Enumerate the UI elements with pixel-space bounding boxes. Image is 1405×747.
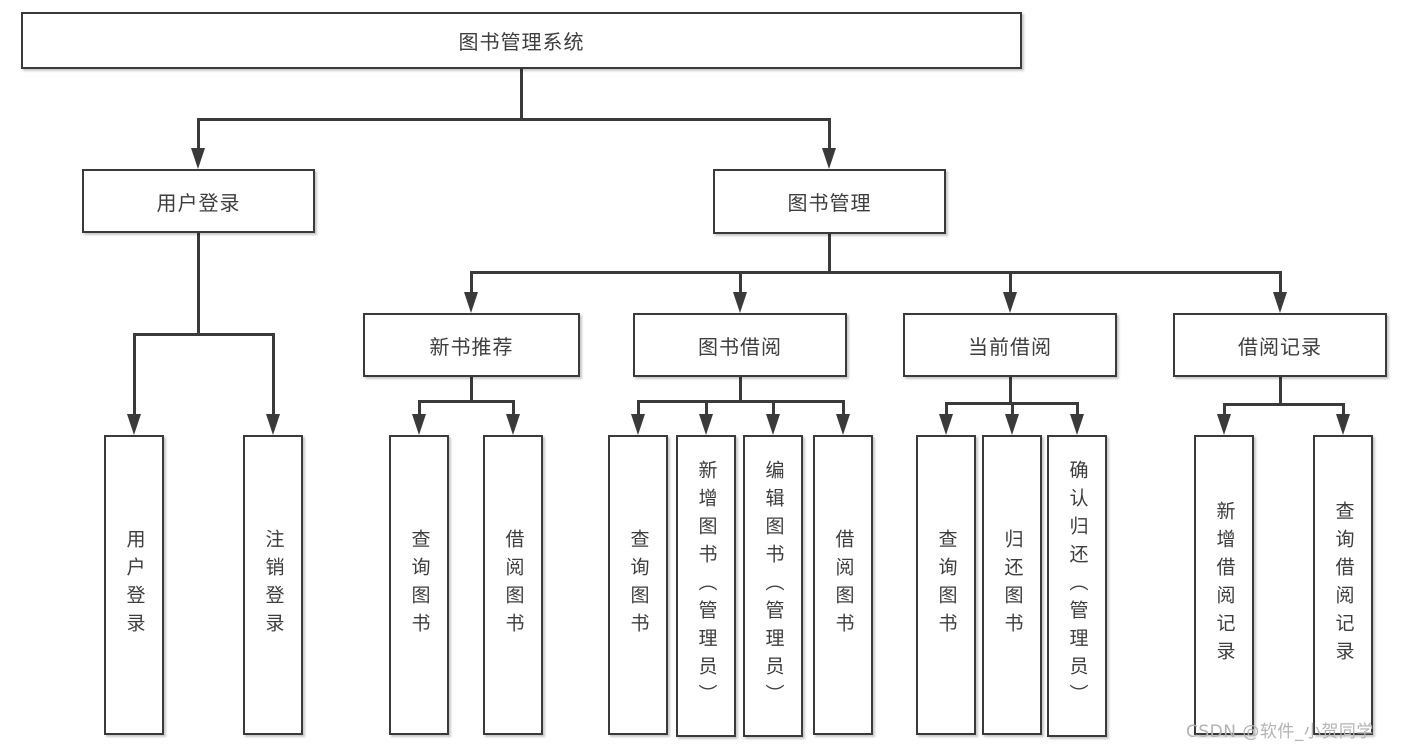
leaf-edit-books-admin: 编辑图书（管理员） (743, 435, 803, 737)
connector-line (828, 118, 831, 151)
arrowhead-down-icon (1336, 414, 1350, 435)
node-root-label: 图书管理系统 (458, 30, 585, 54)
node-book-borrow-label: 图书借阅 (698, 334, 782, 359)
leaf-newbook-borrow-books: 借阅图书 (483, 435, 543, 735)
connector-line (945, 402, 948, 416)
leaf-return-books: 归还图书 (982, 435, 1042, 735)
connector-line (1279, 377, 1282, 405)
leaf-user-login: 用户登录 (104, 435, 164, 735)
node-user-login-label: 用户登录 (156, 190, 241, 215)
connector-line (197, 118, 831, 121)
connector-line (197, 233, 200, 335)
leaf-query-borrow-record: 查询借阅记录 (1313, 435, 1373, 735)
connector-line (1223, 403, 1344, 406)
connector-line (637, 400, 843, 403)
arrowhead-down-icon (1005, 414, 1019, 435)
connector-line (705, 400, 708, 416)
leaf-return-books-label: 归还图书 (1001, 529, 1024, 641)
connector-line (418, 400, 421, 416)
connector-line (842, 400, 845, 416)
leaf-borrow-query-books: 查询图书 (608, 435, 668, 735)
leaf-newbook-borrow-books-label: 借阅图书 (502, 529, 525, 641)
leaf-add-borrow-record-label: 新增借阅记录 (1213, 501, 1236, 669)
leaf-borrow-query-books-label: 查询图书 (627, 529, 650, 641)
leaf-confirm-return-admin-label: 确认归还（管理员） (1066, 460, 1089, 712)
arrowhead-down-icon (127, 414, 141, 435)
node-new-book-recommend-label: 新书推荐 (429, 334, 514, 359)
connector-line (739, 377, 742, 402)
node-book-borrow: 图书借阅 (633, 313, 847, 377)
arrowhead-down-icon (1273, 292, 1287, 313)
node-new-book-recommend: 新书推荐 (363, 313, 580, 377)
connector-line (637, 400, 640, 416)
arrowhead-down-icon (631, 414, 645, 435)
leaf-borrow-borrow-books: 借阅图书 (813, 435, 873, 735)
connector-line (512, 400, 515, 416)
arrowhead-down-icon (1070, 414, 1084, 435)
arrowhead-down-icon (1217, 414, 1231, 435)
leaf-newbook-query-books: 查询图书 (389, 435, 449, 735)
arrowhead-down-icon (836, 414, 850, 435)
arrowhead-down-icon (733, 292, 747, 313)
connector-line (197, 118, 200, 151)
arrowhead-down-icon (506, 414, 520, 435)
leaf-add-books-admin-label: 新增图书（管理员） (695, 460, 718, 712)
connector-line (1076, 402, 1079, 416)
arrowhead-down-icon (822, 148, 836, 169)
arrowhead-down-icon (266, 414, 280, 435)
node-borrow-records: 借阅记录 (1173, 313, 1387, 377)
arrowhead-down-icon (464, 292, 478, 313)
node-root: 图书管理系统 (21, 12, 1022, 69)
connector-line (1342, 403, 1345, 416)
connector-line (739, 271, 742, 295)
connector-line (772, 400, 775, 416)
leaf-current-query-books-label: 查询图书 (935, 529, 958, 641)
connector-line (418, 400, 515, 403)
connector-line (272, 333, 275, 416)
leaf-borrow-borrow-books-label: 借阅图书 (832, 529, 855, 641)
leaf-add-books-admin: 新增图书（管理员） (676, 435, 736, 737)
leaf-newbook-query-books-label: 查询图书 (408, 529, 431, 641)
leaf-confirm-return-admin: 确认归还（管理员） (1047, 435, 1107, 737)
connector-line (470, 271, 1281, 274)
arrowhead-down-icon (766, 414, 780, 435)
connector-line (133, 333, 136, 416)
connector-line (470, 271, 473, 295)
arrowhead-down-icon (191, 148, 205, 169)
leaf-logout-label: 注销登录 (262, 529, 285, 641)
leaf-logout: 注销登录 (243, 435, 303, 735)
node-borrow-records-label: 借阅记录 (1238, 334, 1322, 359)
node-current-borrow: 当前借阅 (903, 313, 1117, 377)
leaf-edit-books-admin-label: 编辑图书（管理员） (762, 460, 785, 712)
connector-line (1223, 403, 1226, 416)
connector-line (1009, 271, 1012, 295)
csdn-watermark: CSDN @软件_小贺同学 (1186, 722, 1374, 742)
leaf-user-login-label: 用户登录 (123, 529, 146, 641)
arrowhead-down-icon (412, 414, 426, 435)
leaf-add-borrow-record: 新增借阅记录 (1194, 435, 1254, 735)
node-book-management: 图书管理 (713, 169, 946, 234)
connector-line (520, 69, 523, 120)
connector-line (1279, 271, 1282, 295)
connector-line (133, 333, 274, 336)
connector-line (470, 377, 473, 402)
leaf-query-borrow-record-label: 查询借阅记录 (1332, 501, 1355, 669)
connector-line (828, 234, 831, 273)
node-current-borrow-label: 当前借阅 (968, 334, 1052, 359)
connector-line (1011, 402, 1014, 416)
arrowhead-down-icon (1003, 292, 1017, 313)
node-user-login: 用户登录 (82, 169, 315, 233)
arrowhead-down-icon (699, 414, 713, 435)
node-book-management-label: 图书管理 (787, 191, 872, 215)
arrowhead-down-icon (939, 414, 953, 435)
connector-line (1009, 377, 1012, 404)
leaf-current-query-books: 查询图书 (916, 435, 976, 735)
